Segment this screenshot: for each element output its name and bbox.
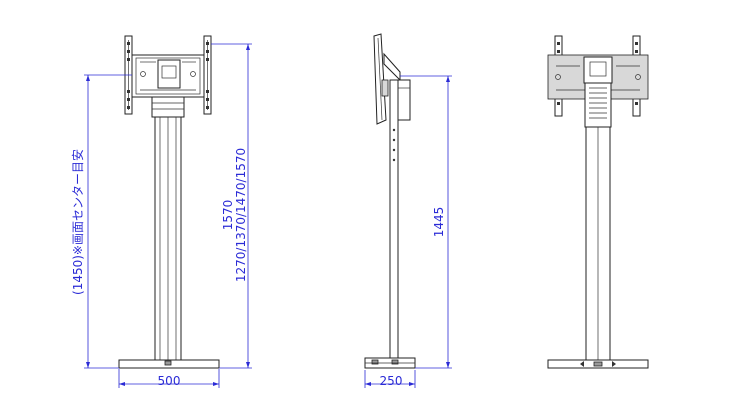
rear-slotted-column [584,82,612,128]
side-height-label: 1445 [432,207,446,238]
front-dimensions [84,43,252,388]
front-view [118,35,220,369]
side-view [364,33,416,369]
front-width-label: 500 [158,374,181,388]
side-bracket-block [397,79,411,121]
rear-view [547,35,649,369]
side-dimensions [364,75,452,388]
side-depth-label: 250 [380,374,403,388]
side-pole [389,79,399,359]
front-height-options-label: 1270/1370/1470/1570 [234,148,248,282]
front-height-main-label: 1570 [221,200,235,231]
front-collar [151,96,185,118]
front-center-height-label: (1450)※画面センター目安 [70,149,85,295]
